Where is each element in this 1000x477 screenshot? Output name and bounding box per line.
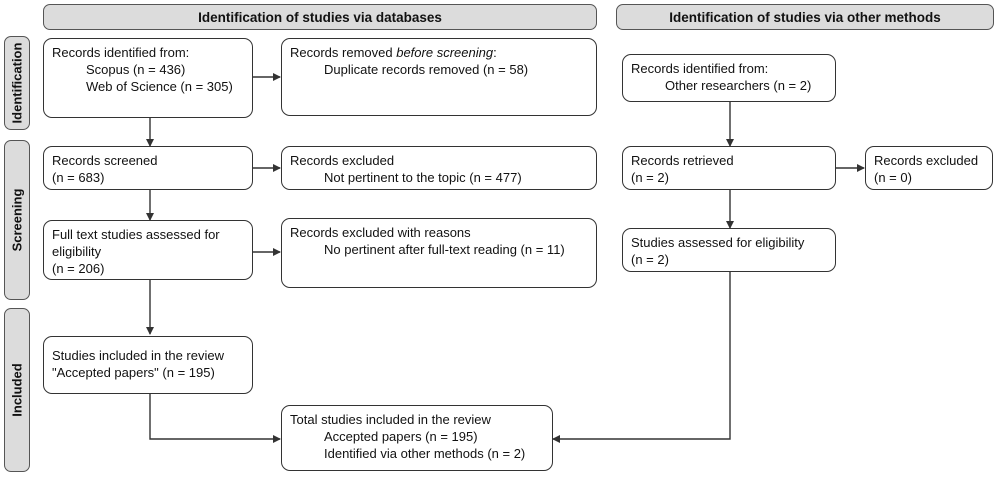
scopus-count: Scopus (n = 436) bbox=[86, 62, 186, 77]
header-other-methods: Identification of studies via other meth… bbox=[616, 4, 994, 30]
other-excluded-box: Records excluded (n = 0) bbox=[865, 146, 993, 190]
other-assessed-box: Studies assessed for eligibility (n = 2) bbox=[622, 228, 836, 272]
total-accepted-count: Accepted papers (n = 195) bbox=[324, 429, 478, 444]
full-text-eligibility: eligibility bbox=[52, 244, 102, 259]
header-databases-label: Identification of studies via databases bbox=[198, 9, 442, 25]
records-retrieved-box: Records retrieved (n = 2) bbox=[622, 146, 836, 190]
duplicates-removed: Duplicate records removed (n = 58) bbox=[324, 62, 529, 77]
total-included-box: Total studies included in the review Acc… bbox=[281, 405, 553, 471]
arrow-assessed-to-total bbox=[552, 272, 731, 443]
records-excluded-title: Records excluded bbox=[290, 153, 395, 168]
arrow-included-to-total bbox=[149, 394, 281, 443]
excluded-reasons-count: No pertinent after full-text reading (n … bbox=[324, 242, 565, 257]
excluded-reasons-title: Records excluded with reasons bbox=[290, 225, 471, 240]
excluded-reasons-box: Records excluded with reasons No pertine… bbox=[281, 218, 597, 288]
other-identified-box: Records identified from: Other researche… bbox=[622, 54, 836, 102]
other-excluded-count: (n = 0) bbox=[874, 170, 912, 185]
full-text-title: Full text studies assessed for bbox=[52, 227, 220, 242]
total-included-title: Total studies included in the review bbox=[290, 412, 491, 427]
records-removed-title: Records removed before screening: bbox=[290, 44, 588, 61]
records-retrieved-count: (n = 2) bbox=[631, 170, 669, 185]
records-identified-title: Records identified from: bbox=[52, 45, 190, 60]
records-screened-title: Records screened bbox=[52, 153, 158, 168]
full-text-box: Full text studies assessed for eligibili… bbox=[43, 220, 253, 280]
records-removed-title-pre: Records removed bbox=[290, 45, 397, 60]
records-removed-title-em: before screening bbox=[396, 45, 494, 60]
records-excluded-count: Not pertinent to the topic (n = 477) bbox=[324, 170, 522, 185]
phase-screening: Screening bbox=[4, 140, 30, 300]
phase-identification: Identification bbox=[4, 36, 30, 130]
header-other-methods-label: Identification of studies via other meth… bbox=[669, 9, 941, 25]
records-screened-box: Records screened (n = 683) bbox=[43, 146, 253, 190]
wos-count: Web of Science (n = 305) bbox=[86, 79, 233, 94]
records-identified-box: Records identified from: Scopus (n = 436… bbox=[43, 38, 253, 118]
other-researchers-count: Other researchers (n = 2) bbox=[665, 78, 812, 93]
phase-included: Included bbox=[4, 308, 30, 472]
included-review-title: Studies included in the review bbox=[52, 348, 224, 363]
other-assessed-title: Studies assessed for eligibility bbox=[631, 235, 805, 250]
other-assessed-count: (n = 2) bbox=[631, 252, 669, 267]
full-text-count: (n = 206) bbox=[52, 261, 105, 276]
total-other-count: Identified via other methods (n = 2) bbox=[324, 446, 526, 461]
records-retrieved-title: Records retrieved bbox=[631, 153, 734, 168]
records-screened-count: (n = 683) bbox=[52, 170, 105, 185]
records-removed-box: Records removed before screening: Duplic… bbox=[281, 38, 597, 116]
records-excluded-box: Records excluded Not pertinent to the to… bbox=[281, 146, 597, 190]
included-review-count: "Accepted papers" (n = 195) bbox=[52, 365, 215, 380]
other-identified-title: Records identified from: bbox=[631, 61, 769, 76]
included-review-box: Studies included in the review "Accepted… bbox=[43, 336, 253, 394]
header-databases: Identification of studies via databases bbox=[43, 4, 597, 30]
other-excluded-title: Records excluded bbox=[874, 153, 979, 168]
records-removed-title-post: : bbox=[493, 45, 497, 60]
